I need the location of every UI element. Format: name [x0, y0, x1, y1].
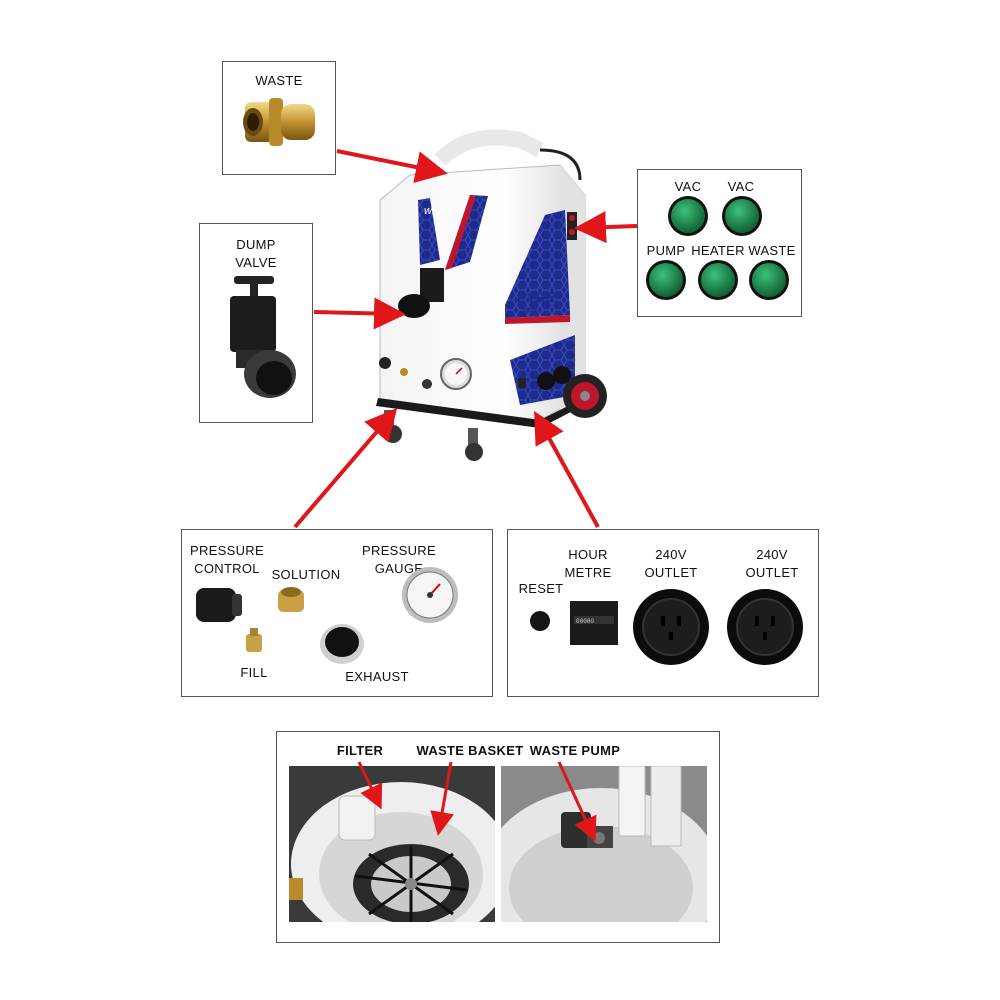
pressure-gauge-label-2: GAUGE [374, 561, 424, 576]
hour-metre-label-2: METRE [564, 565, 612, 580]
arrow-waste [336, 149, 448, 183]
outlet-1-label-2: OUTLET [644, 565, 698, 580]
arrow-switch-panel [574, 211, 638, 244]
exhaust-port-icon [320, 624, 364, 664]
fill-label: FILL [240, 665, 268, 680]
vac-2-switch-button[interactable] [722, 196, 762, 236]
brass-fitting-icon [243, 98, 315, 146]
dump-valve-callout-box: DUMP VALVE [199, 223, 313, 423]
svg-text:00000: 00000 [576, 618, 594, 625]
tank-interior-photo-right [501, 766, 707, 922]
outlet-1-label-1: 240V [655, 547, 687, 562]
switch-label-waste: WASTE [748, 243, 796, 258]
dump-valve-label-2: VALVE [235, 255, 277, 270]
waste-basket-label: WASTE BASKET [416, 743, 524, 758]
outlet-2-label-1: 240V [756, 547, 788, 562]
pressure-gauge-icon [402, 567, 458, 623]
blue-trim-left [418, 198, 440, 265]
reset-label: RESET [518, 581, 564, 596]
tank-interior-photo-left [289, 766, 495, 922]
switch-label-vac-1: VAC [674, 179, 702, 194]
pressure-gauge-label-1: PRESSURE [362, 543, 436, 558]
vac-1-switch-button[interactable] [668, 196, 708, 236]
switch-panel-callout-box: VAC VAC PUMP HEATER WASTE [637, 169, 802, 317]
machine-model-name: EYRE [517, 289, 555, 305]
switch-label-pump: PUMP [646, 243, 686, 258]
filter-label: FILTER [336, 743, 384, 758]
exhaust-label: EXHAUST [345, 669, 409, 684]
waste-switch-button[interactable] [749, 260, 789, 300]
front-controls-callout-box: PRESSURE CONTROL SOLUTION PRESSURE GAUGE… [181, 529, 493, 697]
reset-button-icon[interactable] [530, 611, 550, 631]
pressure-control-label-2: CONTROL [194, 561, 260, 576]
waste-callout-box: WASTE [222, 61, 336, 175]
arrow-dump-valve [313, 297, 406, 330]
hour-metre-icon: 00000 [570, 601, 618, 645]
solution-label: SOLUTION [271, 567, 341, 582]
machine-brand-logo: whyte [424, 205, 453, 217]
machine-model-sub: 1500 HP [520, 308, 540, 314]
electrical-callout-box: RESET HOUR METRE 240V OUTLET 240V OUTLET… [507, 529, 819, 697]
arrow-electrical [534, 410, 600, 528]
interior-callout-box: FILTER WASTE BASKET WASTE PUMP [276, 731, 720, 943]
dump-valve-label-1: DUMP [236, 237, 276, 252]
pressure-control-label-1: PRESSURE [190, 543, 264, 558]
switch-label-heater: HEATER [691, 243, 745, 258]
blue-trim-right [505, 210, 570, 318]
waste-label: WASTE [255, 73, 303, 88]
outlet-1-socket-icon [633, 589, 709, 665]
dump-valve-icon [230, 276, 296, 398]
solution-fitting-icon [278, 587, 304, 612]
arrow-front-controls [293, 407, 398, 529]
heater-switch-button[interactable] [698, 260, 738, 300]
hour-metre-label-1: HOUR [568, 547, 608, 562]
pump-switch-button[interactable] [646, 260, 686, 300]
pressure-control-knob-icon [196, 588, 242, 622]
switch-label-vac-2: VAC [727, 179, 755, 194]
outlet-2-socket-icon [727, 589, 803, 665]
waste-pump-label: WASTE PUMP [529, 743, 621, 758]
outlet-2-label-2: OUTLET [745, 565, 799, 580]
fill-fitting-icon [246, 628, 262, 652]
